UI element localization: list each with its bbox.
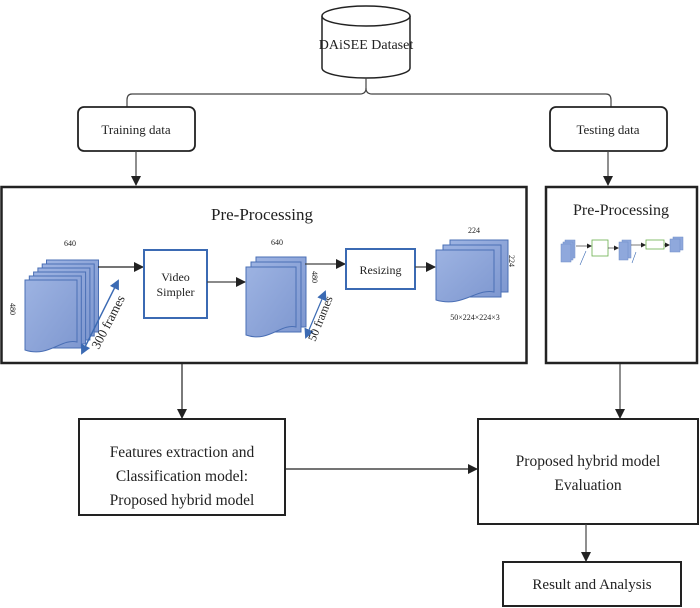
video-sampler-box — [143, 249, 208, 319]
input-height-label: 480 — [8, 303, 17, 315]
mini-sampled-stack — [618, 239, 632, 261]
resizing-box — [345, 248, 416, 290]
feature-model-line2: Classification model: — [116, 468, 248, 485]
preprocessing-thumbnail — [560, 236, 684, 266]
sampled-frame-stack — [245, 256, 307, 338]
evaluation-box — [477, 418, 699, 525]
resizing-label: Resizing — [360, 263, 402, 277]
frames-300-arrow — [81, 279, 119, 355]
feature-model-line1: Features extraction and — [110, 444, 255, 461]
training-data-label: Training data — [101, 122, 170, 137]
split-connector — [126, 78, 612, 107]
output-height-label: 224 — [507, 255, 516, 267]
dataset-cylinder: DAiSEE Dataset — [319, 5, 414, 79]
result-label: Result and Analysis — [532, 577, 651, 593]
frames-50-arrow — [304, 290, 327, 339]
sampled-width-label: 640 — [271, 238, 283, 247]
video-sampler-label-line1: Video — [161, 270, 190, 284]
mini-output-stack — [669, 236, 684, 253]
mini-video-sampler-box — [591, 239, 609, 257]
video-frame — [24, 279, 78, 353]
mini-input-stack — [560, 239, 576, 263]
output-shape-label: 50×224×224×3 — [450, 313, 500, 322]
evaluation-line1: Proposed hybrid model — [516, 453, 661, 470]
feature-model-box — [78, 418, 286, 516]
mini-resizing-box — [645, 239, 665, 250]
testing-data-label: Testing data — [577, 122, 640, 137]
dataset-label: DAiSEE Dataset — [319, 38, 414, 53]
feature-model-line3: Proposed hybrid model — [110, 492, 255, 509]
preprocessing-test-title: Pre-Processing — [573, 202, 669, 219]
result-box — [502, 561, 682, 607]
output-frame-stack — [435, 239, 509, 303]
video-sampler-label-line2: Simpler — [157, 285, 195, 299]
input-width-label: 640 — [64, 239, 76, 248]
evaluation-line2: Evaluation — [554, 477, 621, 494]
sampled-height-label: 480 — [310, 271, 319, 283]
input-frame-stack — [24, 259, 99, 353]
output-width-label: 224 — [468, 226, 480, 235]
preprocessing-test-panel — [544, 185, 699, 365]
video-frame — [435, 249, 495, 303]
preprocessing-main-title: Pre-Processing — [211, 205, 313, 224]
video-frame — [245, 266, 297, 338]
